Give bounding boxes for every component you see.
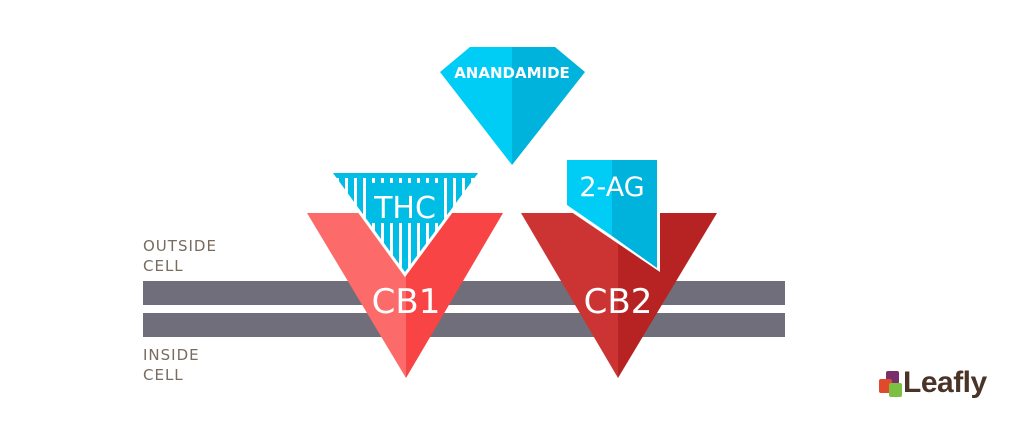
outside-cell-label: OUTSIDE CELL bbox=[143, 236, 217, 276]
thc-label: THC bbox=[373, 191, 436, 226]
leafly-logo-text: Leafly bbox=[903, 366, 987, 399]
outside-label-line2: CELL bbox=[143, 257, 184, 275]
two-ag-ligand: 2-AG bbox=[564, 157, 660, 272]
thc-ligand: THC bbox=[327, 170, 484, 278]
inside-cell-label: INSIDE CELL bbox=[143, 345, 200, 385]
leafly-logo-icon bbox=[879, 371, 902, 397]
inside-label-line1: INSIDE bbox=[143, 346, 200, 364]
anandamide-label: ANANDAMIDE bbox=[454, 64, 570, 82]
cb2-label: CB2 bbox=[584, 282, 653, 322]
cell-membrane bbox=[143, 281, 785, 337]
cb1-label: CB1 bbox=[372, 282, 441, 322]
inside-label-line2: CELL bbox=[143, 366, 184, 384]
anandamide-ligand: ANANDAMIDE bbox=[440, 47, 585, 165]
two-ag-label: 2-AG bbox=[579, 172, 644, 203]
cb1-receptor: CB1 bbox=[307, 213, 503, 378]
outside-label-line1: OUTSIDE bbox=[143, 237, 217, 255]
